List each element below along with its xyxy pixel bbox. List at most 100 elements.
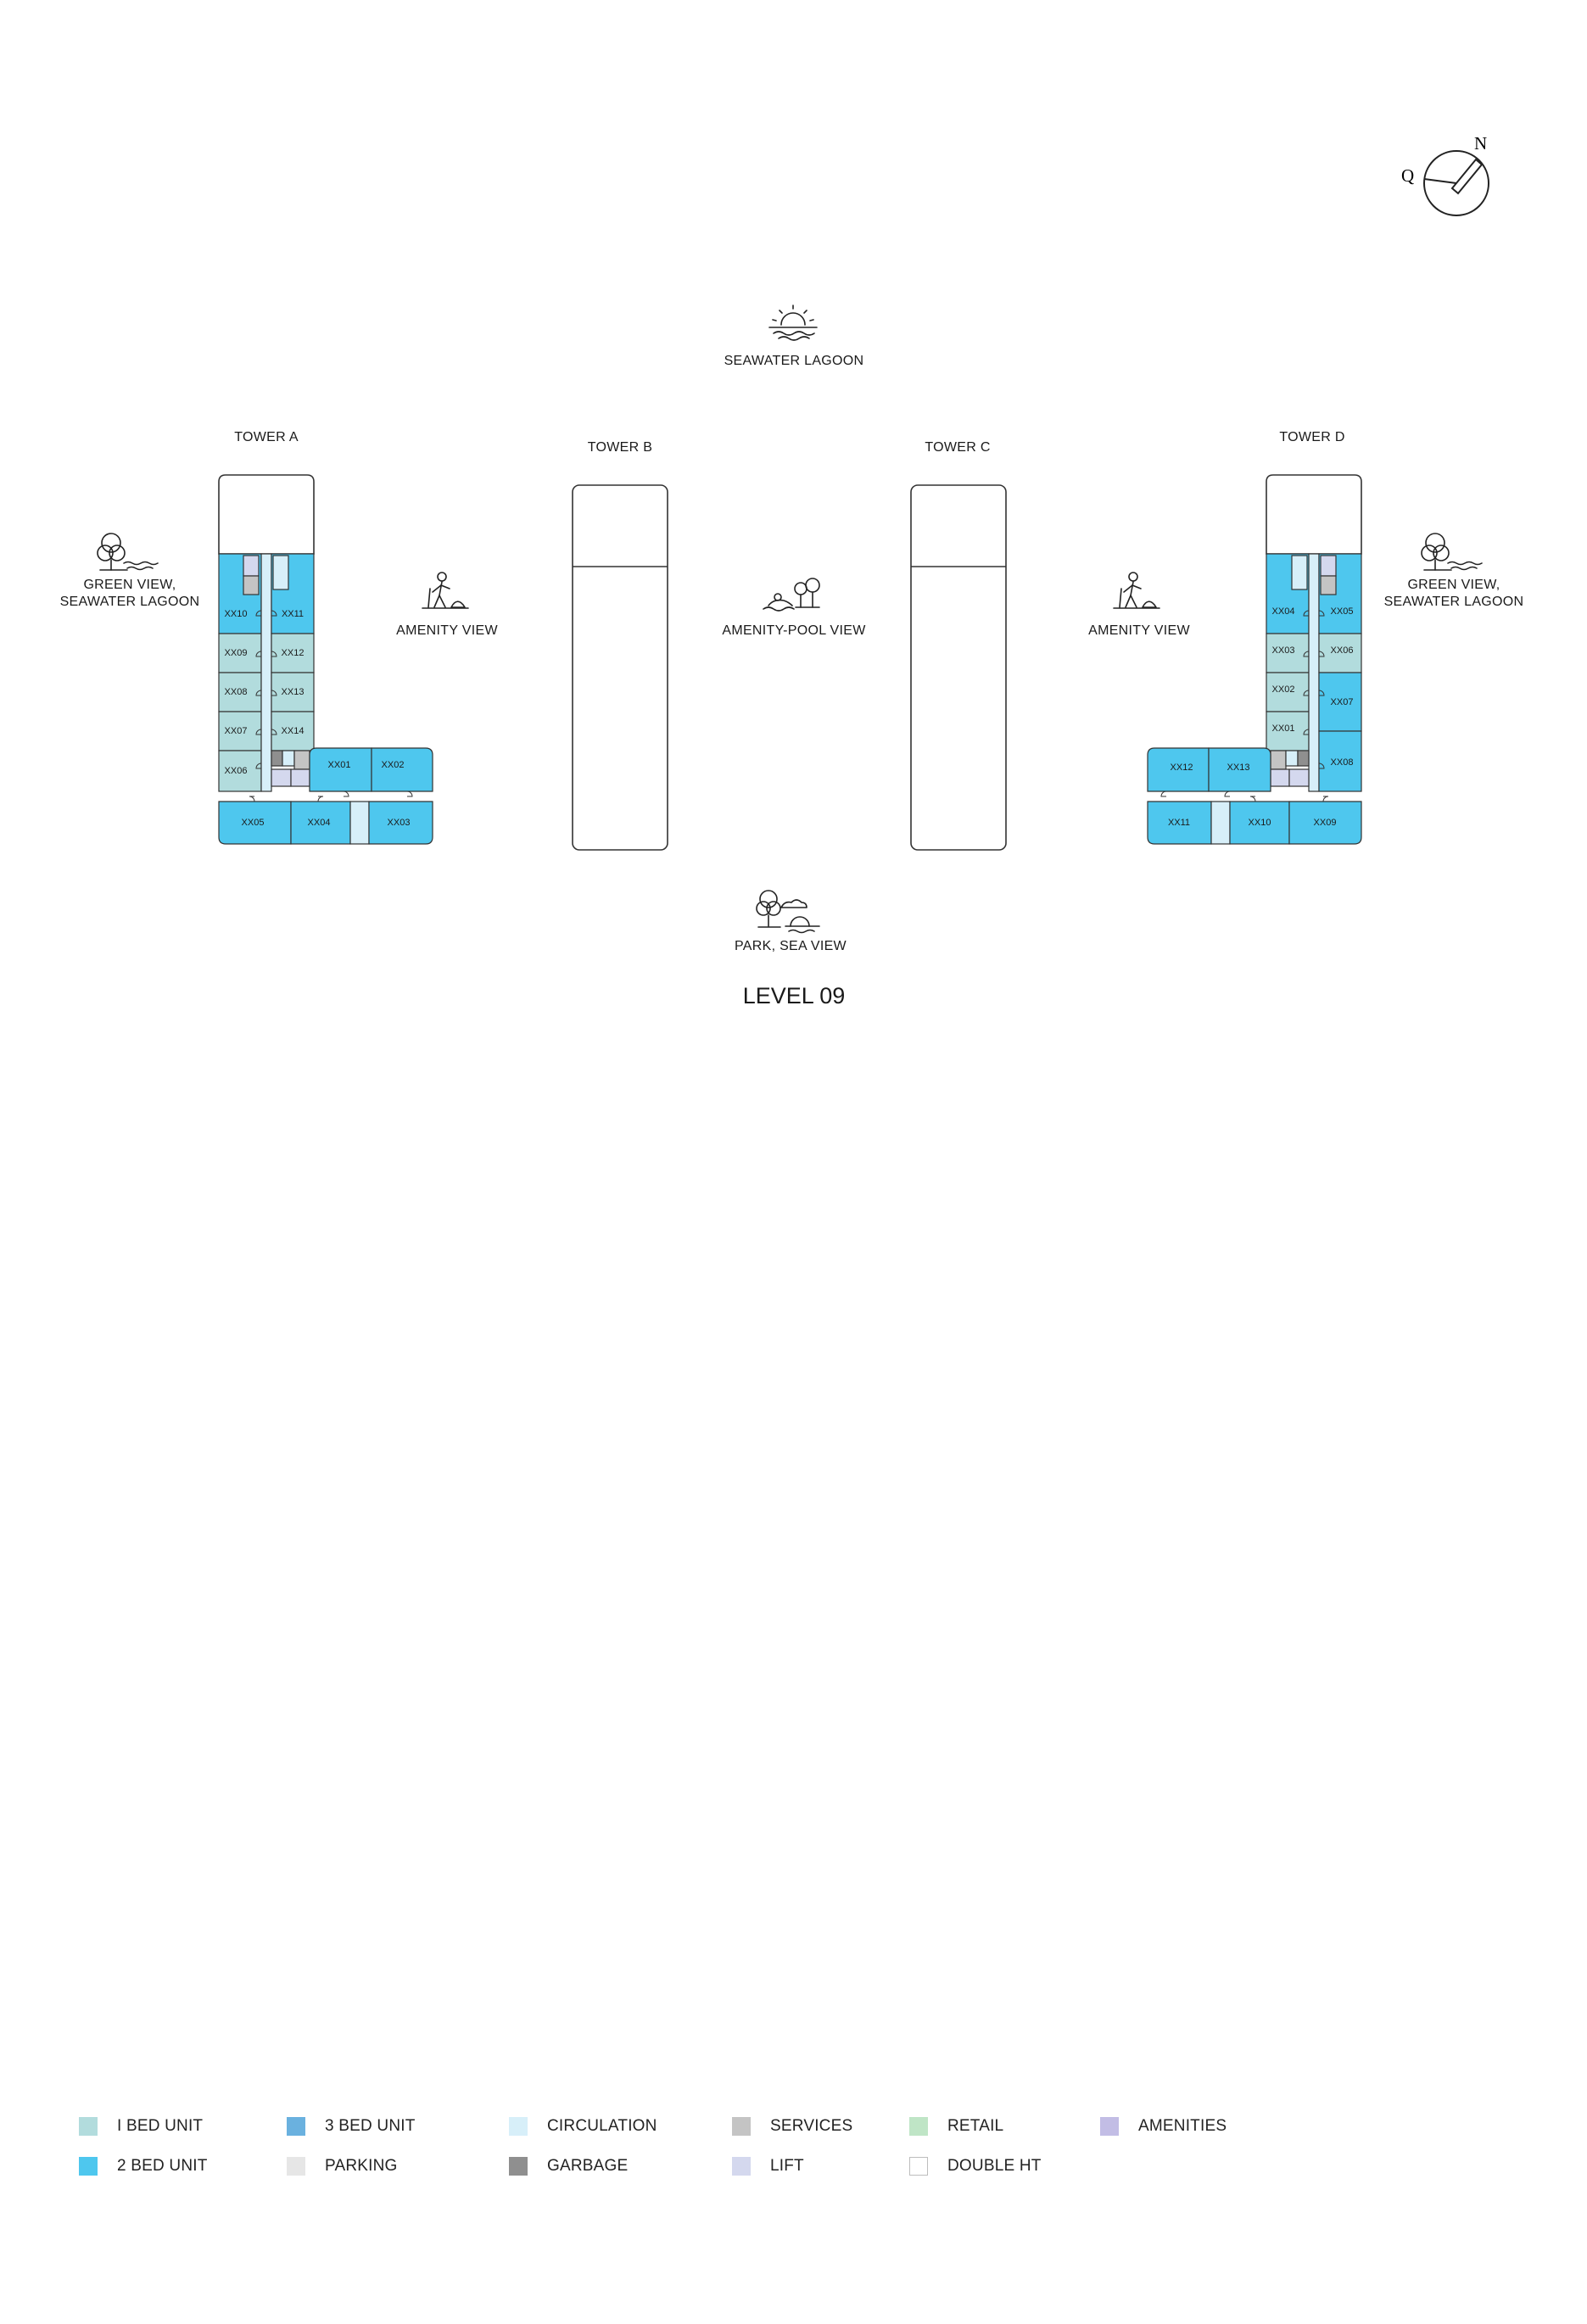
- tower-a-unit-xx06[interactable]: [218, 750, 262, 792]
- legend-item-3-bed-unit: 3 BED UNIT: [287, 2117, 416, 2136]
- legend-item-double-ht: DOUBLE HT: [909, 2157, 1042, 2176]
- tower-a-unit-xx02[interactable]: [371, 747, 433, 792]
- compass-circle: [1423, 150, 1489, 216]
- tower-c: [910, 484, 1007, 851]
- tower-a-unit-xx03[interactable]: [368, 801, 433, 845]
- tower-a-door: [317, 796, 324, 802]
- view-label-amenity-pool: AMENITY-POOL VIEW: [722, 623, 866, 638]
- tower-d-lift-bottom-2: [1288, 768, 1310, 787]
- tower-d-lift-top: [1320, 555, 1337, 577]
- tower-d: XX04 XX03 XX02 XX01 XX05 XX06 XX07 XX08 …: [1147, 474, 1362, 845]
- tower-d-unit-label-xx08: XX08: [1331, 757, 1354, 768]
- tower-a-label: TOWER A: [234, 430, 299, 444]
- tower-d-unit-xx13[interactable]: [1208, 747, 1271, 792]
- tower-c-label: TOWER C: [925, 440, 990, 455]
- legend-label: RETAIL: [947, 2117, 1004, 2135]
- legend-label: SERVICES: [770, 2117, 853, 2135]
- level-title: LEVEL 09: [743, 983, 846, 1008]
- legend-item-2-bed-unit: 2 BED UNIT: [79, 2157, 208, 2176]
- legend-swatch: [1100, 2117, 1119, 2136]
- tower-d-double-height: [1266, 474, 1362, 555]
- tower-d-unit-label-xx07: XX07: [1331, 697, 1354, 707]
- view-label-left-line1: GREEN VIEW,: [83, 578, 176, 592]
- tower-d-unit-label-xx13: XX13: [1227, 763, 1250, 773]
- legend-item-garbage: GARBAGE: [509, 2157, 628, 2176]
- tower-d-unit-xx07[interactable]: [1318, 672, 1362, 732]
- legend-swatch: [909, 2157, 928, 2176]
- tower-a-unit-label-xx09: XX09: [225, 648, 248, 658]
- tower-d-corridor: [1308, 553, 1320, 792]
- compass-north-letter: N: [1474, 133, 1487, 154]
- tower-d-unit-label-xx01: XX01: [1272, 723, 1295, 734]
- tower-d-unit-xx10[interactable]: [1229, 801, 1290, 845]
- tower-d-door: [1318, 610, 1325, 617]
- legend-label: CIRCULATION: [547, 2117, 657, 2135]
- tree-water-icon-right: [1421, 533, 1483, 571]
- tower-a-unit-label-xx02: XX02: [382, 760, 405, 770]
- tower-a-door: [271, 651, 277, 657]
- view-label-left-line2: SEAWATER LAGOON: [60, 595, 200, 609]
- compass: N Q: [1401, 133, 1489, 216]
- view-label-right-line1: GREEN VIEW,: [1407, 578, 1500, 592]
- tower-d-unit-label-xx11: XX11: [1168, 818, 1190, 828]
- tower-d-unit-xx12[interactable]: [1147, 747, 1210, 792]
- tower-a-unit-xx07[interactable]: [218, 711, 262, 751]
- tower-d-bottom-stair: [1210, 801, 1231, 845]
- legend-label: 3 BED UNIT: [325, 2117, 416, 2135]
- tower-d-unit-xx09[interactable]: [1288, 801, 1362, 845]
- tower-a-unit-label-xx10: XX10: [225, 609, 248, 619]
- tower-d-unit-xx03[interactable]: [1266, 633, 1310, 673]
- tower-a-door: [406, 790, 413, 797]
- view-label-amenity-right: AMENITY VIEW: [1088, 623, 1190, 638]
- view-label-top: SEAWATER LAGOON: [724, 354, 864, 368]
- compass-north-arrow: [1450, 158, 1484, 195]
- tower-a-unit-xx01[interactable]: [309, 747, 372, 792]
- tower-d-unit-xx08[interactable]: [1318, 730, 1362, 792]
- tower-a-unit-xx08[interactable]: [218, 672, 262, 712]
- tower-b: [572, 484, 668, 851]
- tower-a-unit-xx13[interactable]: [271, 672, 315, 712]
- tower-a-door: [255, 690, 262, 696]
- tower-a-lift-bottom-2: [290, 768, 310, 787]
- tower-d-lift-bottom-1: [1270, 768, 1290, 787]
- legend-swatch: [287, 2157, 305, 2176]
- legend-label: PARKING: [325, 2157, 398, 2175]
- tower-a-circ-bottom: [282, 750, 295, 767]
- tree-water-icon-left: [97, 533, 159, 571]
- tower-d-unit-xx06[interactable]: [1318, 633, 1362, 673]
- tower-a-unit-label-xx03: XX03: [388, 818, 411, 828]
- tower-a-door: [255, 729, 262, 735]
- tower-d-garbage: [1297, 750, 1310, 767]
- legend-item-amenities: AMENITIES: [1100, 2117, 1227, 2136]
- tower-a-stair-top: [272, 555, 289, 590]
- tower-d-unit-xx02[interactable]: [1266, 672, 1310, 712]
- tower-a-unit-label-xx14: XX14: [282, 726, 305, 736]
- tower-a-door: [249, 796, 255, 802]
- tower-d-door: [1318, 763, 1325, 769]
- tower-c-outline: [910, 484, 1007, 851]
- tower-a: XX10 XX09 XX08 XX07 XX06 XX11 XX12 XX13 …: [218, 474, 433, 845]
- legend-item-services: SERVICES: [732, 2117, 852, 2136]
- tower-a-unit-xx05[interactable]: [218, 801, 292, 845]
- tower-d-unit-xx01[interactable]: [1266, 711, 1310, 751]
- tower-a-unit-label-xx06: XX06: [225, 766, 248, 776]
- tower-d-unit-label-xx04: XX04: [1272, 606, 1295, 617]
- tower-a-services-bottom: [293, 750, 310, 770]
- legend-swatch: [509, 2117, 528, 2136]
- legend-item-retail: RETAIL: [909, 2117, 1003, 2136]
- legend-swatch: [287, 2117, 305, 2136]
- tower-a-unit-xx14[interactable]: [271, 711, 315, 751]
- tower-b-label: TOWER B: [588, 440, 652, 455]
- tower-d-door: [1160, 790, 1167, 797]
- tower-d-door: [1322, 796, 1329, 802]
- tower-d-unit-label-xx10: XX10: [1249, 818, 1271, 828]
- legend-label: DOUBLE HT: [947, 2157, 1042, 2175]
- view-label-amenity-left: AMENITY VIEW: [396, 623, 498, 638]
- tower-d-unit-label-xx02: XX02: [1272, 684, 1295, 695]
- legend-swatch: [732, 2157, 751, 2176]
- tower-a-unit-xx04[interactable]: [290, 801, 351, 845]
- compass-needle: [1423, 178, 1457, 184]
- tower-a-garbage: [271, 750, 283, 767]
- tower-d-label: TOWER D: [1279, 430, 1344, 444]
- tower-d-unit-xx11[interactable]: [1147, 801, 1212, 845]
